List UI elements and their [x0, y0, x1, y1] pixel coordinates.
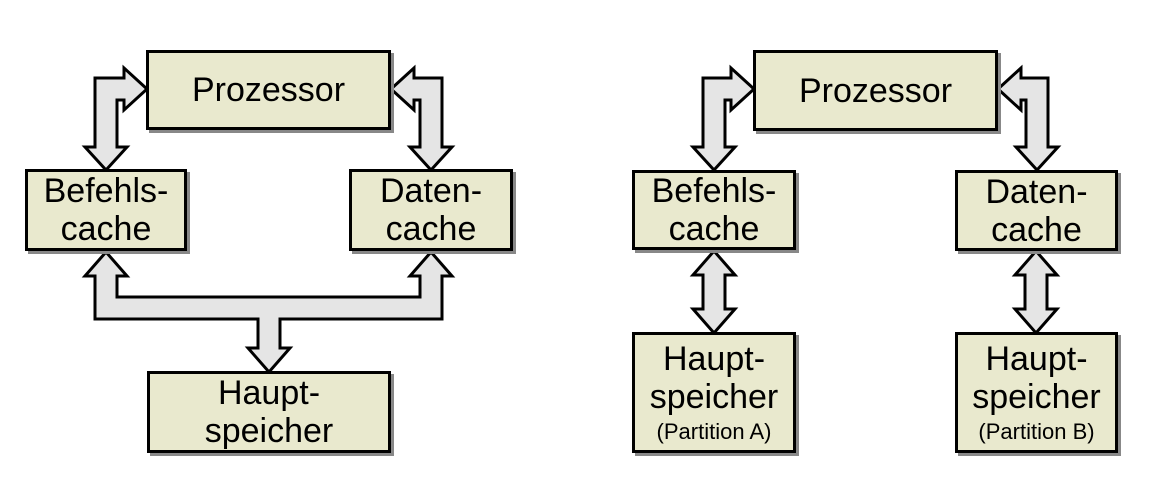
- right-hauptspeicher-b-label-line1: Haupt-: [985, 340, 1088, 378]
- right-prozessor-label: Prozessor: [798, 71, 953, 110]
- left-hauptspeicher-caches-arrow: [81, 249, 456, 375]
- right-hauptspeicher-a-label-line2: speicher: [649, 378, 779, 416]
- left-daten-cache-label-line2: cache: [385, 210, 477, 248]
- left-hauptspeicher-box: Haupt- speicher: [147, 371, 391, 453]
- right-daten-cache-label-line1: Daten-: [985, 172, 1088, 211]
- right-datencache-hauptspeicher-b-arrow: [1011, 248, 1061, 336]
- right-prozessor-datencache-arrow: [995, 64, 1062, 173]
- left-prozessor-datencache-arrow: [388, 64, 456, 173]
- left-prozessor-label: Prozessor: [191, 71, 346, 109]
- left-daten-cache-label-line1: Daten-: [379, 172, 483, 210]
- left-hauptspeicher-label-line1: Haupt-: [217, 374, 321, 412]
- left-daten-cache-box: Daten- cache: [349, 169, 513, 251]
- right-hauptspeicher-b-label-line2: speicher: [972, 378, 1101, 416]
- left-befehls-cache-box: Befehls- cache: [25, 169, 187, 251]
- left-prozessor-befehlscache-arrow: [81, 64, 150, 173]
- right-prozessor-box: Prozessor: [753, 50, 998, 131]
- right-hauptspeicher-a-box: Haupt- speicher (Partition A): [632, 332, 796, 453]
- right-prozessor-befehlscache-arrow: [689, 64, 757, 173]
- right-befehls-cache-label-line1: Befehls-: [651, 172, 777, 210]
- right-hauptspeicher-a-label-line1: Haupt-: [662, 340, 766, 378]
- right-hauptspeicher-a-partition-label: (Partition A): [656, 419, 772, 444]
- right-daten-cache-label-line2: cache: [991, 210, 1082, 249]
- right-daten-cache-box: Daten- cache: [955, 170, 1118, 251]
- right-hauptspeicher-b-box: Haupt- speicher (Partition B): [955, 332, 1118, 453]
- left-befehls-cache-label-line2: cache: [60, 210, 152, 248]
- right-befehlscache-hauptspeicher-a-arrow: [689, 248, 739, 336]
- right-befehls-cache-box: Befehls- cache: [632, 170, 796, 250]
- left-prozessor-box: Prozessor: [146, 50, 391, 130]
- left-hauptspeicher-label-line2: speicher: [204, 412, 334, 450]
- right-hauptspeicher-b-partition-label: (Partition B): [978, 419, 1095, 444]
- right-befehls-cache-label-line2: cache: [668, 210, 760, 248]
- left-befehls-cache-label-line1: Befehls-: [43, 172, 169, 210]
